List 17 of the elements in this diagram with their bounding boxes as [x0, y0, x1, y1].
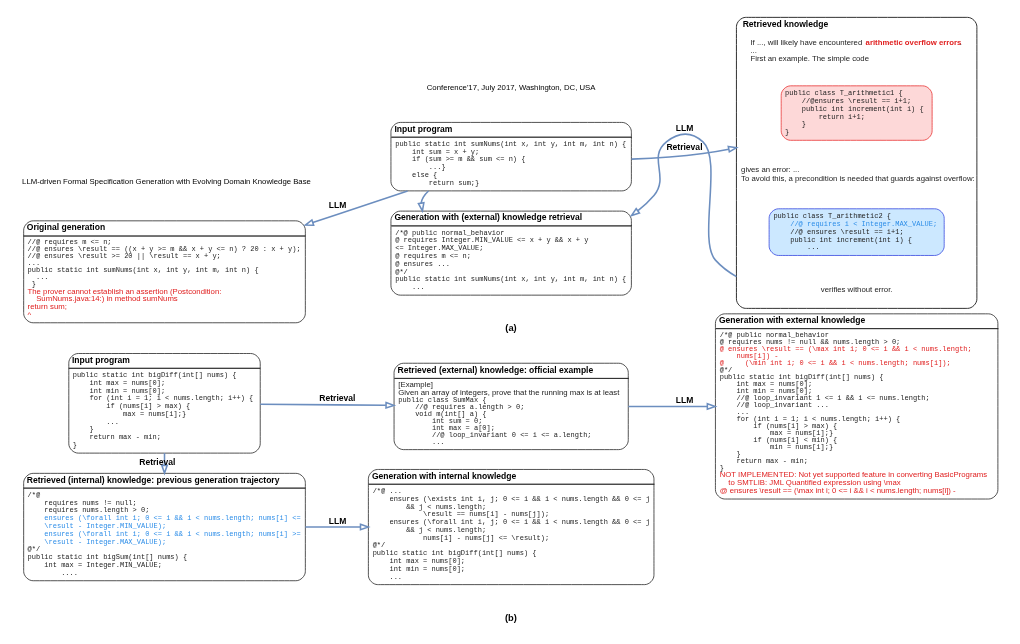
- arrow: [304, 523, 371, 531]
- edge-label: LLM: [328, 199, 347, 210]
- label: (a): [505, 323, 517, 334]
- edge-label: Retrieval: [319, 392, 356, 403]
- arrow: [627, 402, 718, 411]
- edge-label: Retrieval: [666, 142, 703, 153]
- edge-label: LLM: [675, 395, 694, 406]
- label: Conference'17, July 2017, Washington, DC, USA: [426, 83, 596, 93]
- arrow: [259, 401, 397, 410]
- edge-label: LLM: [675, 122, 694, 133]
- label: LLM-driven Formal Specification Generation with Evolving Domain Knowledge Base: [22, 176, 311, 186]
- arrow: [630, 145, 739, 160]
- arrow: [629, 133, 738, 278]
- arrow: [303, 190, 409, 226]
- arrow: [417, 190, 430, 214]
- label: (b): [504, 612, 517, 623]
- edge-label: LLM: [328, 515, 347, 526]
